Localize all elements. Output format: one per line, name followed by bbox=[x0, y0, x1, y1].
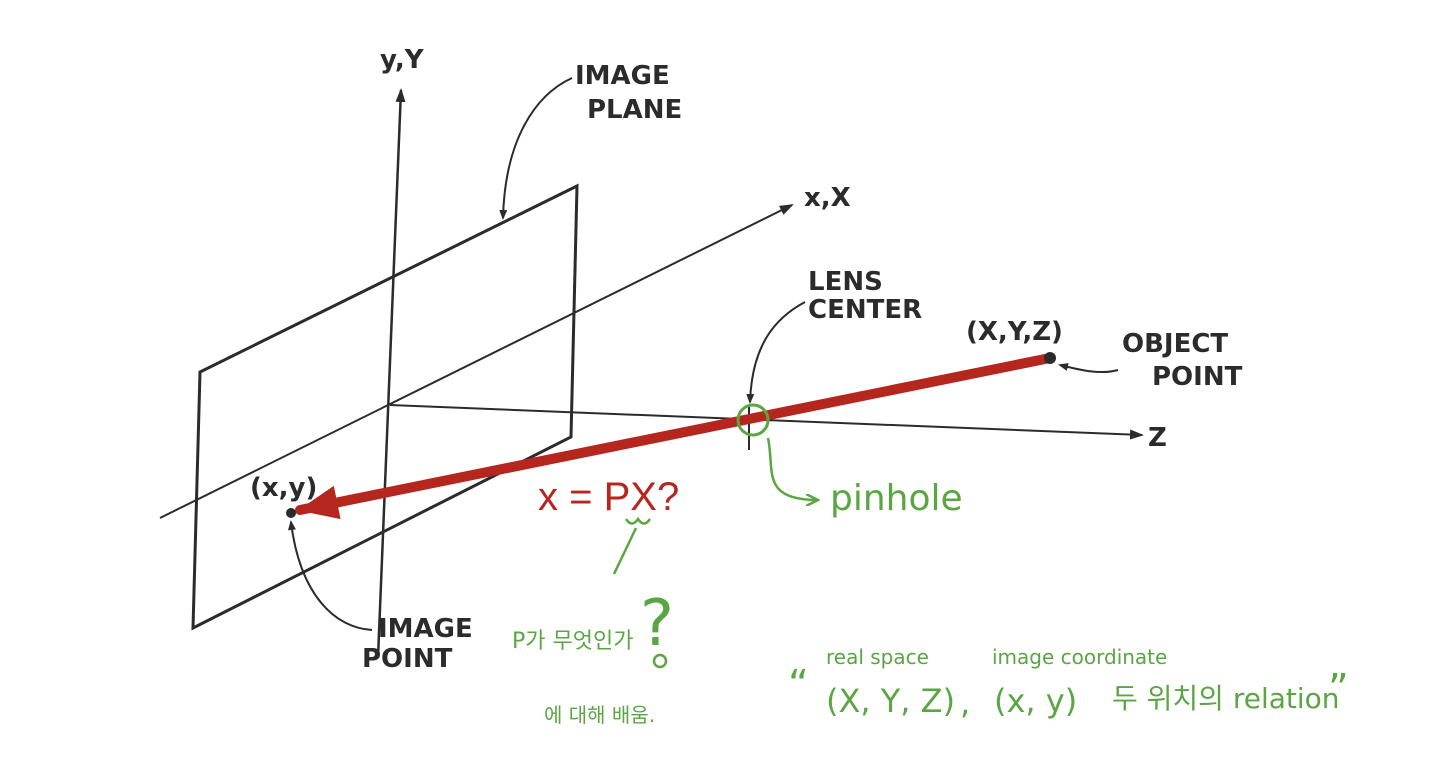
object-point-leader bbox=[1058, 363, 1119, 374]
y-axis-label: y,Y bbox=[380, 45, 425, 75]
image-point-label-2: POINT bbox=[362, 644, 453, 674]
image-plane-label-2: PLANE bbox=[587, 95, 682, 125]
real-space-note: real space bbox=[826, 645, 929, 669]
image-plane-label-1: IMAGE bbox=[575, 61, 670, 91]
real-coords-note: (X, Y, Z) bbox=[826, 682, 955, 720]
pinhole-note: pinhole bbox=[830, 478, 963, 519]
pinhole-circle bbox=[736, 403, 770, 437]
projection-ray bbox=[295, 353, 1055, 520]
image-point-dot bbox=[286, 508, 296, 518]
image-coordinate-note: image coordinate bbox=[992, 645, 1167, 669]
open-quote: “ bbox=[788, 662, 809, 708]
y-axis bbox=[376, 88, 406, 659]
question-note-line-2: 에 대해 배움. bbox=[544, 703, 655, 727]
image-point-leader bbox=[288, 520, 373, 631]
projection-equation: x = PX? bbox=[538, 475, 679, 519]
relation-note: 두 위치의 relation bbox=[1112, 682, 1340, 715]
close-quote: ” bbox=[1328, 666, 1349, 712]
object-point-label-2: POINT bbox=[1152, 362, 1243, 392]
p-underline-squiggle bbox=[624, 516, 652, 525]
object-point-label-1: OBJECT bbox=[1122, 329, 1228, 359]
pinhole-leader bbox=[766, 437, 818, 500]
z-axis-label: Z bbox=[1148, 423, 1167, 453]
question-note-line-1: P가 무엇인가 bbox=[512, 629, 633, 654]
x-axis bbox=[159, 204, 794, 519]
image-plane bbox=[191, 183, 579, 631]
image-coords-note: (x, y) bbox=[994, 682, 1077, 720]
object-coords-label: (X,Y,Z) bbox=[966, 317, 1063, 347]
lens-center-leader bbox=[746, 301, 806, 404]
object-point-dot bbox=[1044, 352, 1056, 364]
x-axis-label: x,X bbox=[804, 183, 851, 213]
lens-center-label-2: CENTER bbox=[808, 295, 922, 325]
question-mark: ? bbox=[640, 587, 674, 661]
image-plane-leader bbox=[499, 77, 573, 220]
p-pointer-line bbox=[612, 527, 638, 575]
coords-comma: , bbox=[960, 684, 970, 722]
lens-center-label-1: LENS bbox=[808, 267, 883, 297]
question-dot bbox=[652, 653, 668, 669]
image-coords-label: (x,y) bbox=[250, 473, 317, 503]
image-point-label-1: IMAGE bbox=[378, 614, 473, 644]
